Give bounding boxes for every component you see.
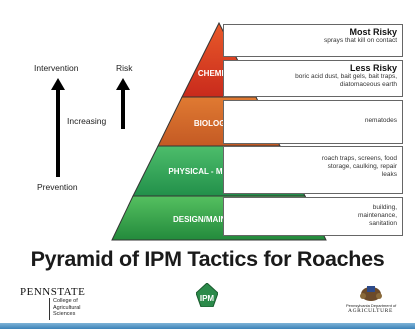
box-most-risky-text: sprays that kill on contact xyxy=(324,37,397,44)
ipm-logo-text: IPM xyxy=(200,294,215,303)
agriculture-label: AGRICULTURE xyxy=(348,308,393,314)
box-physical-mechanical-text: roach traps, screens, food storage, caul… xyxy=(321,155,397,179)
chemical-label: CHEMICAL xyxy=(198,69,240,78)
box-most-risky-title: Most Risky xyxy=(349,27,397,37)
slide-title: Pyramid of IPM Tactics for Roaches xyxy=(30,247,385,271)
design-maintenance-label: DESIGN/MAINTENANCE xyxy=(173,215,266,224)
college-label: College of Agricultural Sciences xyxy=(53,298,81,318)
biological-label: BIOLOGICAL xyxy=(194,119,244,128)
pa-dept-label: Pennsylvania Department of xyxy=(346,303,397,308)
risk-label: Risk xyxy=(116,63,133,73)
ipm-leaf-icon: IPM xyxy=(195,282,219,308)
intervention-label: Intervention xyxy=(34,63,79,73)
box-less-risky-text: boric acid dust, bait gels, bait traps, … xyxy=(295,73,397,89)
box-physical-mechanical: roach traps, screens, food storage, caul… xyxy=(223,146,403,194)
box-design-maintenance-text: building, maintenance, sanitation xyxy=(357,204,397,228)
window-bottom-bar xyxy=(0,323,415,329)
pennstate-divider xyxy=(49,298,50,320)
box-less-risky: Less Risky boric acid dust, bait gels, b… xyxy=(223,60,403,97)
pa-seal-icon xyxy=(360,286,382,301)
increasing-label: Increasing xyxy=(67,116,107,126)
box-less-risky-title: Less Risky xyxy=(349,63,397,73)
prevention-label: Prevention xyxy=(37,182,78,192)
box-most-risky: Most Risky sprays that kill on contact xyxy=(223,24,403,57)
box-biological-text: nematodes xyxy=(364,117,397,124)
box-design-maintenance: building, maintenance, sanitation xyxy=(223,197,403,236)
physical-mechanical-label: PHYSICAL - MECHANICAL xyxy=(168,167,269,176)
box-biological: nematodes xyxy=(223,100,403,144)
pennstate-wordmark: PENNSTATE xyxy=(20,286,86,298)
ipm-logo: IPM xyxy=(195,282,219,308)
